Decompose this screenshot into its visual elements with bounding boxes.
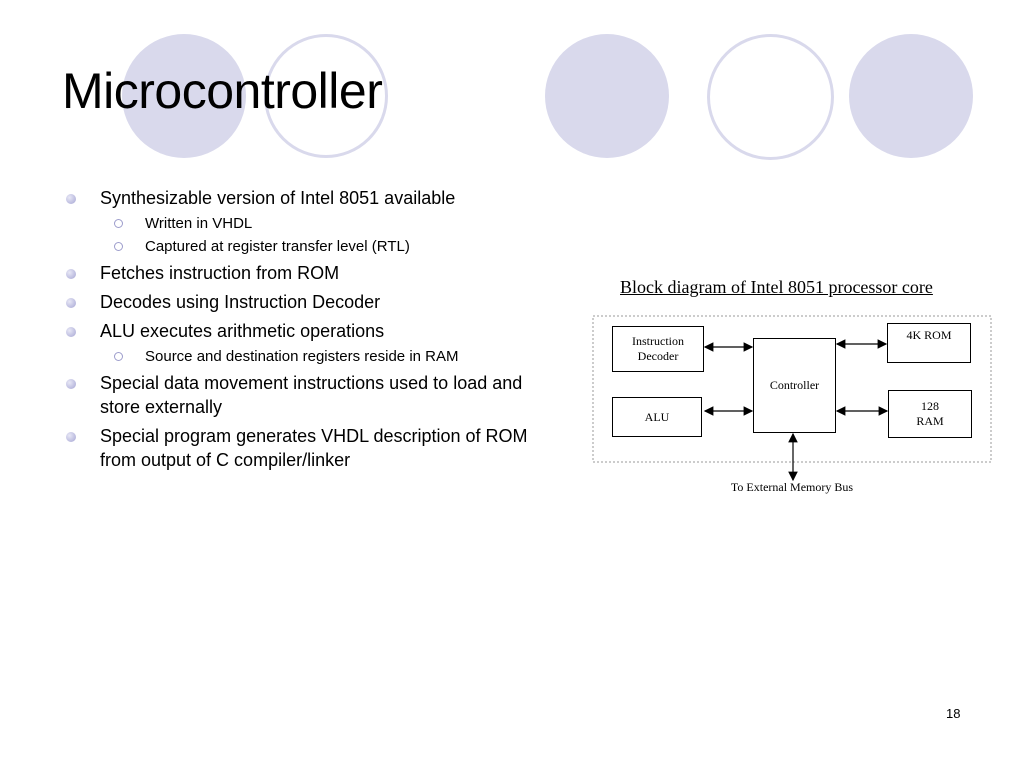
decor-circle: [849, 34, 973, 158]
bullet-text: ALU executes arithmetic operations: [100, 321, 385, 341]
bullet-dot-icon: [66, 327, 76, 337]
bullet-text: Special data movement instructions used …: [100, 373, 523, 417]
instruction-decoder-block: Instruction Decoder: [612, 326, 704, 372]
diagram-connections: [592, 315, 992, 482]
sub-bullet-text: Written in VHDL: [145, 215, 253, 232]
controller-block: Controller: [753, 338, 836, 433]
sub-bullet-text: Source and destination registers reside …: [145, 348, 459, 365]
sub-bullet-item: Written in VHDL: [62, 214, 542, 234]
decor-circle: [545, 34, 669, 158]
bullet-list: Synthesizable version of Intel 8051 avai…: [62, 186, 542, 477]
decor-ring: [264, 34, 388, 158]
bullet-item: ALU executes arithmetic operations: [62, 319, 542, 343]
block-diagram: Instruction Decoder ALU Controller 4K RO…: [592, 315, 992, 505]
bullet-dot-icon: [66, 269, 76, 279]
bullet-dot-icon: [66, 298, 76, 308]
sub-bullet-ring-icon: [114, 242, 123, 251]
external-bus-label: To External Memory Bus: [730, 480, 854, 494]
bullet-text: Special program generates VHDL descripti…: [100, 426, 528, 470]
sub-bullet-text: Captured at register transfer level (RTL…: [145, 238, 410, 255]
bullet-item: Synthesizable version of Intel 8051 avai…: [62, 186, 542, 210]
sub-bullet-ring-icon: [114, 219, 123, 228]
alu-block: ALU: [612, 397, 702, 437]
bullet-dot-icon: [66, 432, 76, 442]
decor-ring: [707, 34, 834, 160]
bullet-dot-icon: [66, 194, 76, 204]
bullet-item: Decodes using Instruction Decoder: [62, 290, 542, 314]
bullet-item: Fetches instruction from ROM: [62, 261, 542, 285]
rom-block: 4K ROM: [887, 323, 971, 363]
bullet-text: Synthesizable version of Intel 8051 avai…: [100, 188, 456, 208]
bullet-item: Special program generates VHDL descripti…: [62, 424, 542, 472]
bullet-text: Decodes using Instruction Decoder: [100, 292, 381, 312]
sub-bullet-item: Captured at register transfer level (RTL…: [62, 237, 542, 257]
ram-block: 128 RAM: [888, 390, 972, 438]
bullet-item: Special data movement instructions used …: [62, 371, 542, 419]
bullet-text: Fetches instruction from ROM: [100, 263, 340, 283]
diagram-caption: Block diagram of Intel 8051 processor co…: [620, 277, 933, 297]
slide-title: Microcontroller: [62, 63, 383, 119]
sub-bullet-item: Source and destination registers reside …: [62, 347, 542, 367]
decor-circle: [122, 34, 246, 158]
bullet-dot-icon: [66, 379, 76, 389]
page-number: 18: [946, 706, 961, 721]
sub-bullet-ring-icon: [114, 352, 123, 361]
